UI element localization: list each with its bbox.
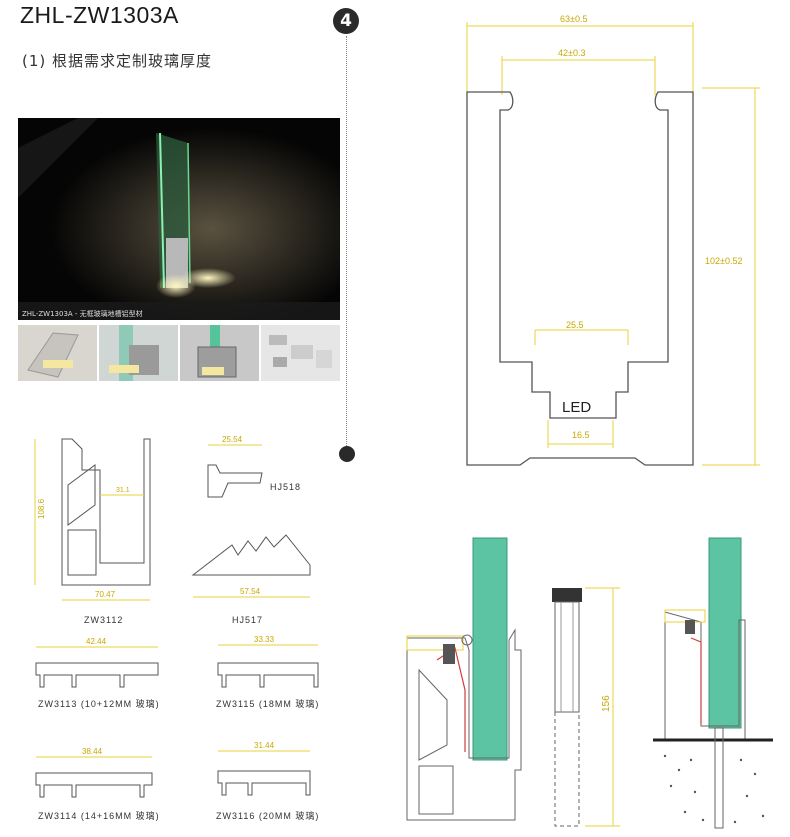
zw3116-profile xyxy=(217,750,311,796)
profile-outline xyxy=(466,91,694,466)
zw3114-dim-width: 38.44 xyxy=(82,747,103,756)
assembly-left xyxy=(406,537,522,821)
zw3115-dim-width: 33.33 xyxy=(254,635,275,644)
page-title: ZHL-ZW1303A xyxy=(20,2,179,28)
zw3112-label: ZW3112 xyxy=(84,615,123,625)
zw3112-dim-inner: 31.1 xyxy=(116,487,130,494)
thumbnail-4[interactable] xyxy=(261,325,340,381)
installation-drawings: 156 xyxy=(406,537,773,829)
step-badge: 4 xyxy=(333,8,359,34)
zw3114-profile xyxy=(35,756,153,798)
zw3116-dim-width: 31.44 xyxy=(254,741,275,750)
zw3113-profile xyxy=(35,646,159,688)
hj517-dim-width: 57.54 xyxy=(240,587,261,596)
led-label: LED xyxy=(562,399,591,416)
dim-height: 102±0.52 xyxy=(705,256,742,266)
zw3113-label: ZW3113 (10+12MM 玻璃) xyxy=(38,698,160,709)
zw3116-label: ZW3116 (20MM 玻璃) xyxy=(216,810,319,821)
dim-inner-width: 42±0.3 xyxy=(558,48,585,58)
dim-anchor-length: 156 xyxy=(601,695,612,712)
zw3115-profile xyxy=(217,644,319,688)
zw3112-dim-height: 108.6 xyxy=(37,498,46,519)
main-cross-section: 63±0.5 42±0.3 102±0.52 25.5 16.5 LED xyxy=(466,14,760,466)
assembly-right xyxy=(653,537,773,829)
hj518-dim-width: 25.54 xyxy=(222,435,243,444)
zw3112-profile xyxy=(34,438,151,601)
hj517-profile xyxy=(191,534,311,598)
thumbnail-3[interactable] xyxy=(180,325,259,381)
hj517-label: HJ517 xyxy=(232,615,263,625)
dim-led-channel-bottom: 16.5 xyxy=(572,430,590,440)
timeline-line xyxy=(346,36,347,448)
small-parts-drawings: 108.6 70.47 31.1 ZW3112 25.54 HJ518 57.5… xyxy=(34,435,319,821)
hj518-label: HJ518 xyxy=(270,482,301,492)
thumbnail-2[interactable] xyxy=(99,325,178,381)
photo-caption: ZHL-ZW1303A - 无框玻璃地槽铝型材 xyxy=(22,310,143,318)
zw3114-label: ZW3114 (14+16MM 玻璃) xyxy=(38,810,160,821)
zw3112-dim-width: 70.47 xyxy=(95,590,116,599)
anchor-bolt xyxy=(552,587,620,827)
hj518-profile xyxy=(207,444,263,498)
zw3115-label: ZW3115 (18MM 玻璃) xyxy=(216,698,319,709)
page-subtitle: (1) 根据需求定制玻璃厚度 xyxy=(22,52,213,70)
product-photo xyxy=(18,118,340,320)
dim-total-width: 63±0.5 xyxy=(560,14,587,24)
timeline-dot xyxy=(339,446,355,462)
zw3113-dim-width: 42.44 xyxy=(86,637,107,646)
thumbnail-1[interactable] xyxy=(18,325,97,381)
dim-led-channel-top: 25.5 xyxy=(566,320,584,330)
